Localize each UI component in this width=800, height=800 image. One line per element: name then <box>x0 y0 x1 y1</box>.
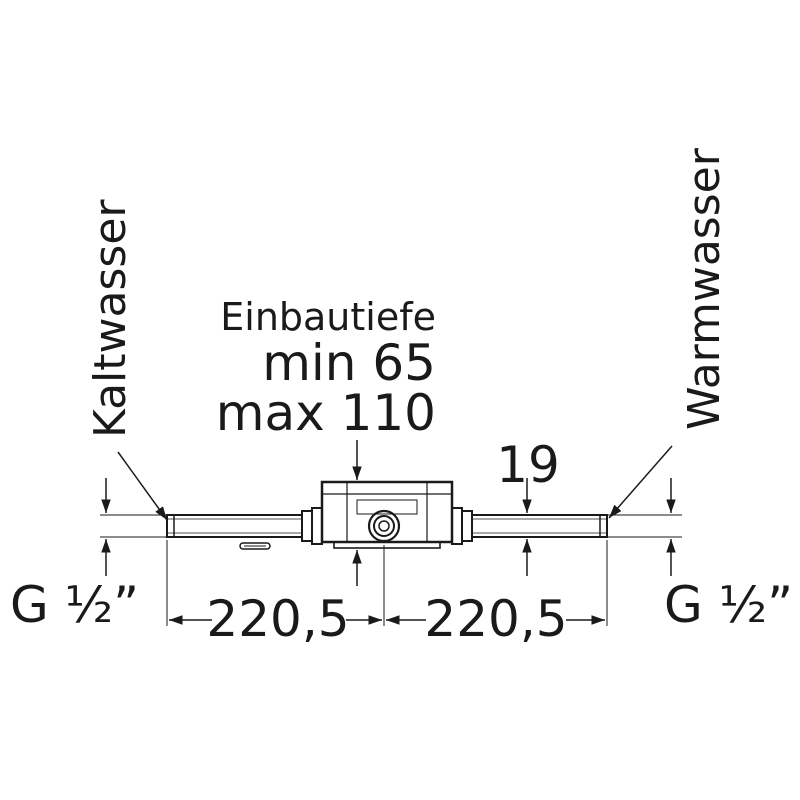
length-left-label: 220,5 <box>206 590 349 648</box>
dim-right-diameter <box>607 478 682 576</box>
center-outlet <box>367 509 401 543</box>
warm-water-pipe <box>451 507 608 545</box>
valve-body <box>320 480 454 549</box>
leader-cold <box>117 451 168 521</box>
cold-water-label: Kaltwasser <box>85 199 136 438</box>
clip-part <box>239 542 271 550</box>
length-right-label: 220,5 <box>424 590 567 648</box>
install-depth-title: Einbautiefe <box>220 295 436 339</box>
warm-water-label: Warmwasser <box>679 147 730 430</box>
thread-right-label: G ½” <box>664 576 793 634</box>
thread-left-label: G ½” <box>10 576 139 634</box>
pipe-diameter-label: 19 <box>496 436 560 494</box>
install-depth-max: max 110 <box>216 384 436 442</box>
dim-length <box>166 540 608 626</box>
leader-warm <box>608 445 673 519</box>
cold-water-pipe <box>166 507 323 545</box>
install-depth-min: min 65 <box>262 334 436 392</box>
dim-left-diameter <box>100 478 167 576</box>
